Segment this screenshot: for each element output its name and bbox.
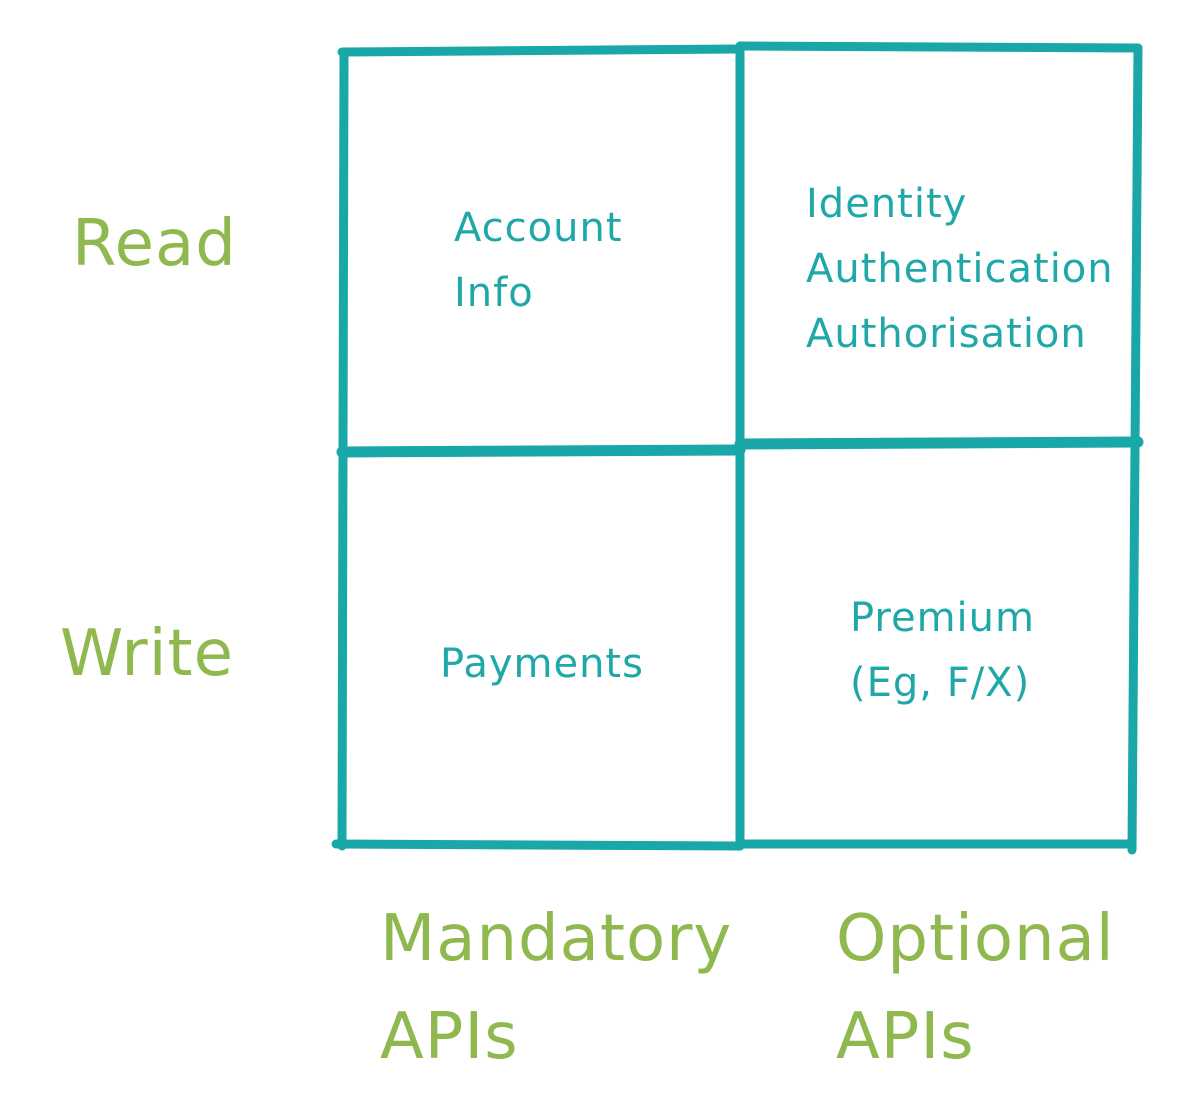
column-label-mandatory-line2: APIs xyxy=(380,1000,519,1074)
cell-write-mandatory-line1: Payments xyxy=(440,641,644,687)
cell-read-optional-line3: Authorisation xyxy=(806,311,1087,357)
cell-write-optional-line2: (Eg, F/X) xyxy=(850,660,1031,706)
grid-bottom-left-line xyxy=(331,839,745,851)
column-label-optional: Optional APIs xyxy=(836,890,1115,1086)
cell-read-optional-line1: Identity xyxy=(806,181,968,227)
row-label-read: Read xyxy=(72,207,237,281)
cell-read-optional: Identity Authentication Authorisation xyxy=(806,172,1114,367)
grid-top-right-line xyxy=(735,41,1143,53)
column-label-mandatory-line1: Mandatory xyxy=(380,902,733,976)
cell-read-mandatory-line1: Account xyxy=(454,205,623,251)
grid-right-line xyxy=(1127,43,1143,855)
grid-middle-horizontal-right-line xyxy=(734,436,1144,450)
cell-write-optional-line1: Premium xyxy=(850,595,1035,641)
column-label-mandatory: Mandatory APIs xyxy=(380,890,732,1086)
cell-read-optional-line2: Authentication xyxy=(806,246,1114,292)
grid-top-left-line xyxy=(337,44,745,57)
column-label-optional-line2: APIs xyxy=(836,1000,975,1074)
cell-read-mandatory-line2: Info xyxy=(454,270,534,316)
column-label-optional-line1: Optional xyxy=(836,902,1115,976)
cell-write-optional: Premium (Eg, F/X) xyxy=(850,586,1035,716)
cell-read-mandatory: Account Info xyxy=(454,196,623,326)
cell-write-mandatory: Payments xyxy=(440,632,644,697)
row-label-write: Write xyxy=(60,617,234,691)
grid-middle-horizontal-line xyxy=(336,444,746,458)
